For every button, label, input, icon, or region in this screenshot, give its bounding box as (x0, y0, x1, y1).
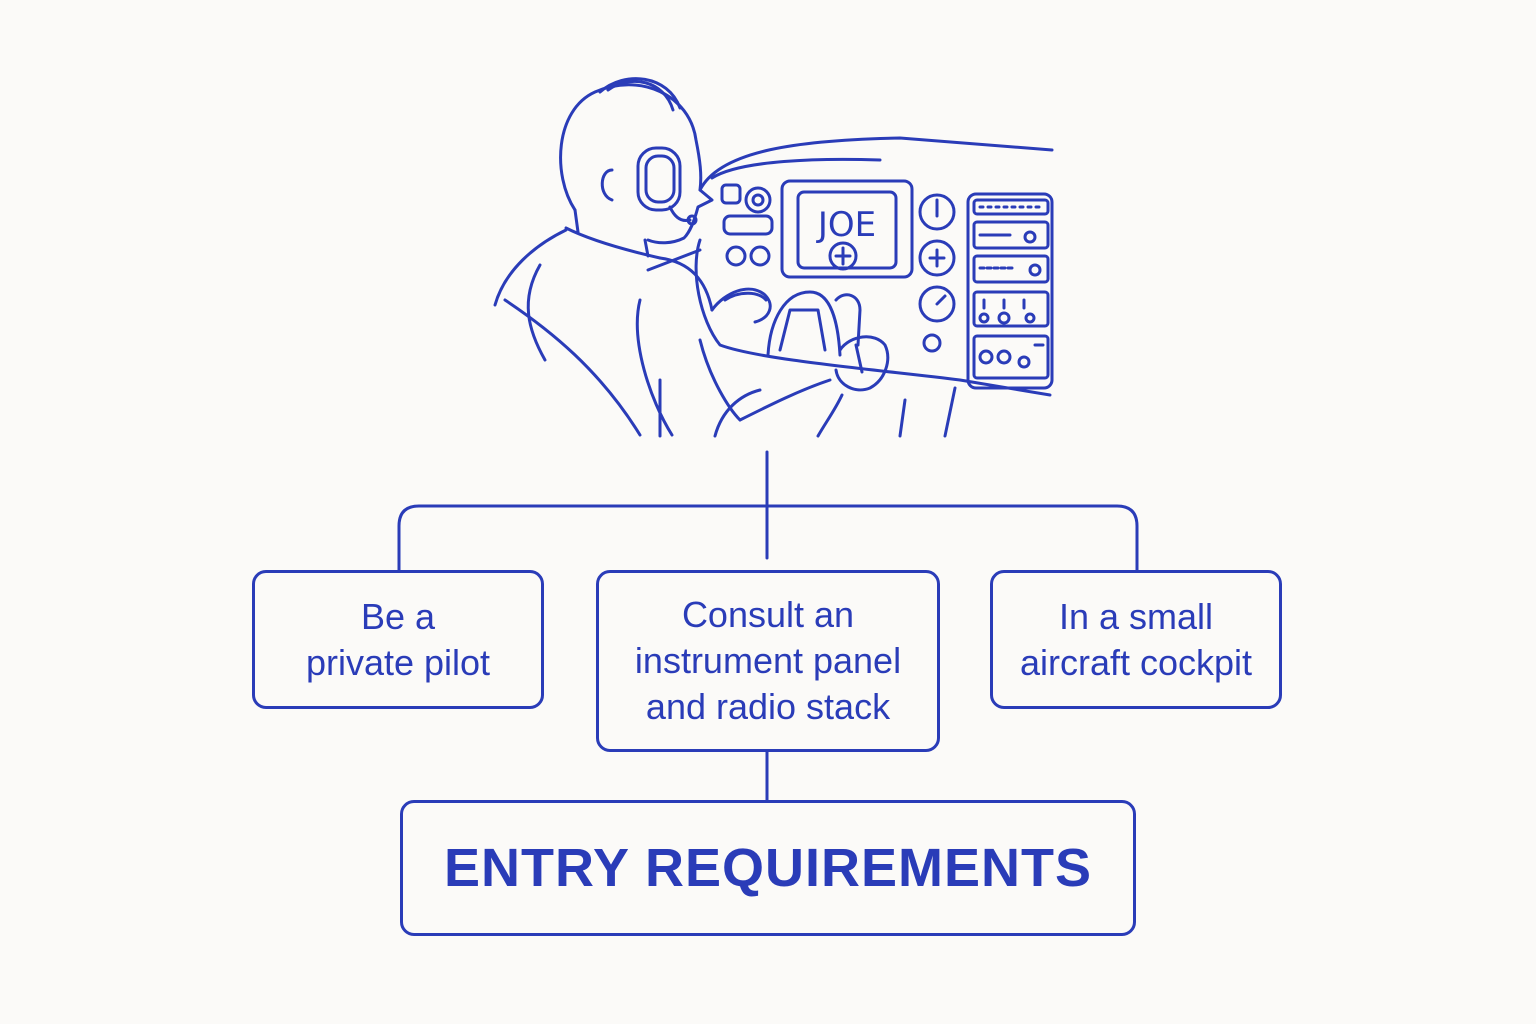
node-small-aircraft: In a small aircraft cockpit (990, 570, 1282, 709)
node-instrument-panel: Consult an instrument panel and radio st… (596, 570, 940, 752)
display-screen-text: JOE (816, 205, 876, 245)
node-private-pilot-label: Be a private pilot (305, 595, 491, 683)
pilot-in-cockpit-icon: JOE (493, 77, 1054, 438)
node-private-pilot: Be a private pilot (252, 570, 544, 709)
node-small-aircraft-label: In a small aircraft cockpit (1019, 595, 1253, 683)
connector-lines (397, 450, 1139, 802)
node-entry-requirements: ENTRY REQUIREMENTS (400, 800, 1136, 936)
node-instrument-panel-label: Consult an instrument panel and radio st… (634, 594, 902, 727)
node-entry-requirements-label: ENTRY REQUIREMENTS (443, 838, 1093, 898)
connector-branch (397, 504, 1139, 572)
